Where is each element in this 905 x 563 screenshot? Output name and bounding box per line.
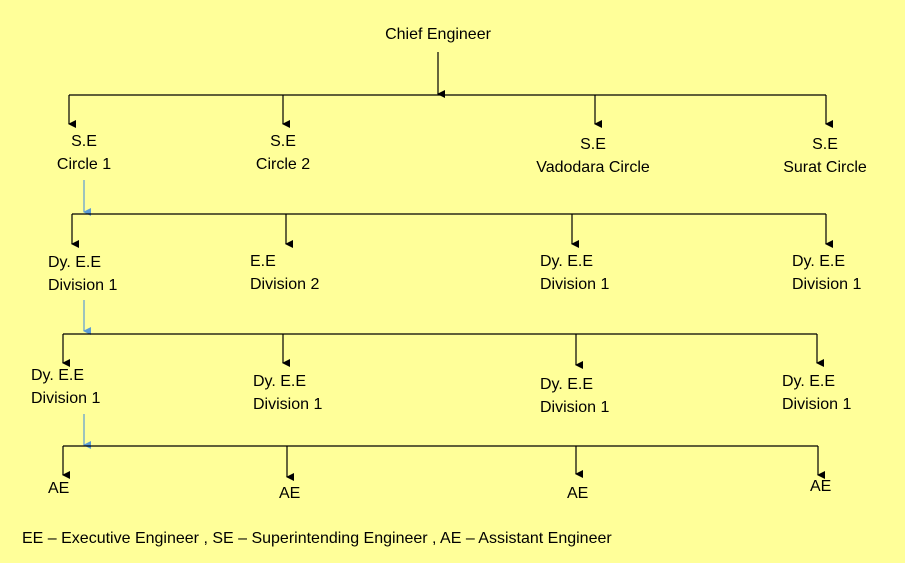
node-subtitle: Circle 1 (56, 156, 112, 173)
level3-node-1: Dy. E.E Division 1 (31, 364, 100, 410)
chief-engineer-label: Chief Engineer (385, 26, 491, 43)
node-title: S.E (812, 136, 838, 153)
node-title: Dy. E.E (31, 367, 85, 384)
node-title: S.E (71, 133, 97, 150)
level2-node-1: Dy. E.E Division 1 (48, 251, 117, 297)
node-subtitle: Division 2 (250, 276, 320, 293)
node-title: Dy. E.E (540, 376, 594, 393)
node-title: Dy. E.E (540, 253, 594, 270)
node-subtitle: Vadodara Circle (536, 159, 650, 176)
se-vadodara-circle-node: S.E Vadodara Circle (536, 133, 650, 179)
ae-node-4: AE (810, 475, 831, 498)
node-title: S.E (580, 136, 606, 153)
level2-node-2: E.E Division 2 (250, 250, 319, 296)
node-subtitle: Division 1 (540, 399, 610, 416)
node-title: AE (567, 485, 589, 502)
node-title: AE (48, 480, 70, 497)
ae-node-3: AE (567, 482, 588, 505)
node-title: Dy. E.E (782, 373, 836, 390)
node-title: Dy. E.E (792, 253, 846, 270)
node-title: AE (810, 478, 832, 495)
node-subtitle: Division 1 (31, 390, 101, 407)
level3-node-4: Dy. E.E Division 1 (782, 370, 851, 416)
node-title: E.E (250, 253, 276, 270)
node-subtitle: Circle 2 (255, 156, 311, 173)
node-subtitle: Surat Circle (783, 159, 867, 176)
ae-node-2: AE (279, 482, 300, 505)
node-title: Dy. E.E (253, 373, 307, 390)
node-subtitle: Division 1 (253, 396, 323, 413)
se-circle-1-node: S.E Circle 1 (57, 130, 111, 176)
se-surat-circle-node: S.E Surat Circle (783, 133, 867, 179)
level2-node-3: Dy. E.E Division 1 (540, 250, 609, 296)
node-subtitle: Division 1 (48, 277, 118, 294)
node-subtitle: Division 1 (782, 396, 852, 413)
ae-node-1: AE (48, 477, 69, 500)
level3-node-3: Dy. E.E Division 1 (540, 373, 609, 419)
chief-engineer-node: Chief Engineer (385, 23, 491, 46)
level2-node-4: Dy. E.E Division 1 (792, 250, 861, 296)
se-circle-2-node: S.E Circle 2 (256, 130, 310, 176)
node-subtitle: Division 1 (540, 276, 610, 293)
node-title: Dy. E.E (48, 254, 102, 271)
node-subtitle: Division 1 (792, 276, 862, 293)
node-title: S.E (270, 133, 296, 150)
level3-node-2: Dy. E.E Division 1 (253, 370, 322, 416)
node-title: AE (279, 485, 301, 502)
abbreviation-legend: EE – Executive Engineer , SE – Superinte… (22, 530, 612, 547)
